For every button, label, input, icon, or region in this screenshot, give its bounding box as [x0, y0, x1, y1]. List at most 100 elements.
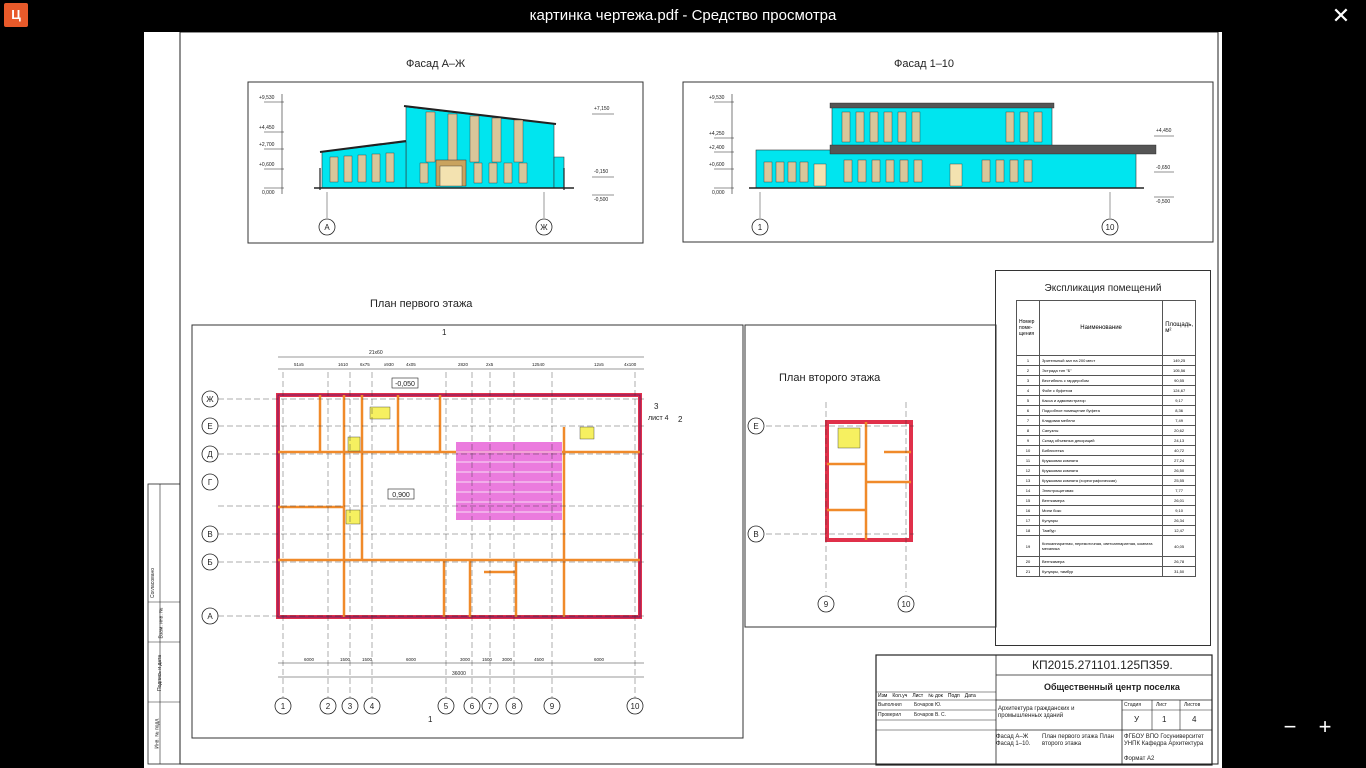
svg-text:лист 4: лист 4	[648, 415, 669, 422]
stamp-project: Общественный центр поселка	[1044, 682, 1180, 692]
explication-header-cell: Площадь, м²	[1162, 300, 1196, 356]
explication-cell: Мини бокс	[1038, 505, 1164, 516]
explication-cell: 26,78	[1162, 556, 1196, 567]
stamp-stage-header: Стадия	[1124, 702, 1142, 708]
axis-col-label: 9	[550, 702, 555, 711]
explication-cell: Касса и администратор	[1038, 395, 1164, 406]
axis-row-label: А	[207, 612, 213, 621]
svg-text:+4,450: +4,450	[1156, 128, 1172, 134]
zoom-in-button[interactable]: +	[1318, 714, 1332, 739]
stamp-row-header: Дата	[964, 693, 976, 699]
svg-text:9: 9	[824, 600, 829, 609]
stamp-row-header: № док	[928, 693, 943, 699]
stamp-views-left: Фасад А–Ж Фасад 1–10.	[996, 734, 1031, 747]
explication-cell: 2	[1016, 365, 1040, 376]
dim-label: 12х5	[594, 362, 604, 367]
dim-label: 51х5	[294, 362, 304, 367]
explication-cell: Кулуары	[1038, 515, 1164, 526]
zoom-out-button[interactable]: −	[1283, 714, 1297, 739]
axis-col-marker	[341, 697, 359, 715]
plan1-title: План первого этажа	[370, 298, 473, 310]
explication-cell: 10	[1016, 445, 1040, 456]
explication-cell: Вестибюль с гардеробом	[1038, 375, 1164, 386]
stamp-org: ФГБОУ ВПО Госуниверситет УНПК Кафедра Ар…	[1124, 734, 1204, 747]
axis-row-marker	[201, 445, 219, 463]
explication-cell: 9,10	[1162, 505, 1196, 516]
explication-cell: Склад объемных декораций	[1038, 435, 1164, 446]
explication-cell: 3	[1016, 375, 1040, 386]
explication-cell: 5	[1016, 395, 1040, 406]
svg-text:+0,600: +0,600	[259, 162, 275, 168]
explication-cell: 9	[1016, 435, 1040, 446]
explication-cell: Кружковая комната	[1038, 465, 1164, 476]
explication-cell: 31,50	[1162, 566, 1196, 577]
axis-row-marker	[201, 607, 219, 625]
axis-col-label: 10	[631, 702, 640, 711]
strip-label-inventory: Инв. № подл.	[154, 717, 161, 749]
explication-cell: 12	[1016, 465, 1040, 476]
svg-text:+2,400: +2,400	[709, 145, 725, 151]
explication-cell: Киноаппаратная, перемоточная, светоаппар…	[1038, 535, 1164, 557]
explication-cell: Эстрада тип "Б"	[1038, 365, 1164, 376]
svg-text:+9,530: +9,530	[259, 95, 275, 101]
stamp-code: КП2015.271101.125ПЗ59.	[1032, 658, 1173, 672]
axis-col-label: 1	[281, 702, 286, 711]
stamp-role-2: Проверил	[878, 712, 902, 718]
svg-text:-0,650: -0,650	[1156, 165, 1170, 171]
dim-label: 3000	[460, 657, 471, 662]
svg-text:Ж: Ж	[540, 223, 548, 232]
dim-label: 2х5	[486, 362, 494, 367]
explication-cell: Зрительный зал на 200 мест	[1038, 355, 1164, 366]
svg-text:1: 1	[758, 223, 763, 232]
stamp-name-1: Бочаров Ю.	[914, 702, 942, 708]
axis-col-label: 3	[348, 702, 353, 711]
explication-cell: 7	[1016, 415, 1040, 426]
svg-text:+9,530: +9,530	[709, 95, 725, 101]
axis-col-marker	[437, 697, 455, 715]
svg-text:-0,500: -0,500	[594, 197, 608, 203]
stamp-name-2: Бочаров В. С.	[914, 712, 947, 718]
axis-row-marker	[201, 553, 219, 571]
svg-text:10: 10	[1106, 223, 1115, 232]
stamp-row-header: Изм	[878, 693, 888, 699]
svg-text:2: 2	[678, 415, 683, 424]
axis-col-marker	[319, 697, 337, 715]
stamp-row-header: Лист	[912, 693, 924, 699]
explication-cell: Электрощитовая	[1038, 485, 1164, 496]
explication-cell: 4	[1016, 385, 1040, 396]
explication-cell: 13	[1016, 475, 1040, 486]
explication-cell: Санузлы	[1038, 425, 1164, 436]
svg-text:0,900: 0,900	[392, 492, 410, 499]
stamp-sheet-header: Лист	[1156, 702, 1167, 708]
stamp-sheets-header: Листов	[1184, 702, 1201, 708]
drawing-canvas: +9,530 +4,450 +2,700 +0,600 0,000 +7,150…	[147, 32, 1219, 766]
document-viewer[interactable]: +9,530 +4,450 +2,700 +0,600 0,000 +7,150…	[0, 32, 1366, 768]
explication-cell: 26,34	[1162, 515, 1196, 526]
svg-text:-0,500: -0,500	[1156, 199, 1170, 205]
explication-cell: 8	[1016, 425, 1040, 436]
explication-cell: 124,67	[1162, 385, 1196, 396]
svg-text:10: 10	[902, 600, 911, 609]
axis-col-label: 4	[370, 702, 375, 711]
axis-col-label: 7	[488, 702, 493, 711]
close-button[interactable]: ✕	[1331, 3, 1351, 28]
explication-header-cell: Номер поме-щения	[1016, 300, 1040, 356]
dim-label: х930	[384, 362, 394, 367]
stamp-sheet-value: 1	[1162, 715, 1167, 724]
explication-cell: 7,77	[1162, 485, 1196, 496]
explication-cell: 21	[1016, 566, 1040, 577]
stamp-stage-value: У	[1134, 715, 1140, 724]
explication-cell: 18	[1016, 525, 1040, 536]
axis-col-marker	[363, 697, 381, 715]
